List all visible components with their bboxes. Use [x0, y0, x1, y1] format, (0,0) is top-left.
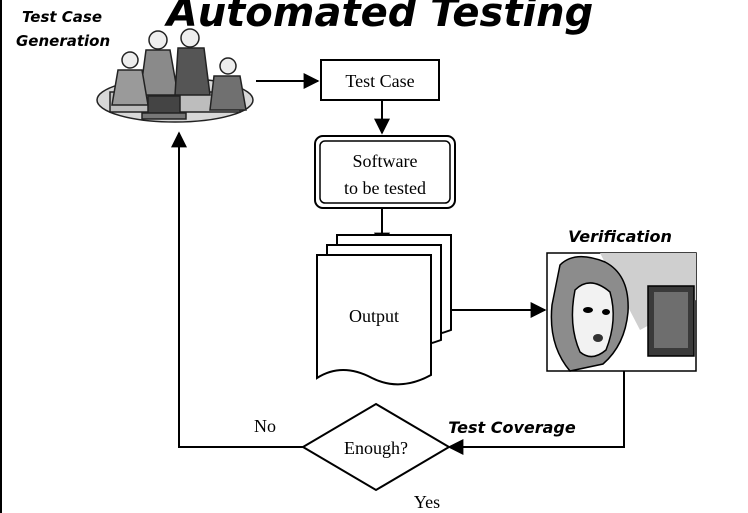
output-label: Output — [349, 306, 399, 326]
woman-at-monitor-icon — [546, 252, 697, 372]
test-case-generation-label-line2: Generation — [16, 32, 110, 50]
yes-label: Yes — [414, 492, 440, 512]
team-clipart-icon — [96, 28, 254, 123]
output-document-stack-icon — [316, 234, 452, 386]
test-coverage-label: Test Coverage — [448, 418, 576, 437]
verification-label: Verification — [568, 227, 672, 246]
page-title: Automated Testing — [164, 0, 594, 36]
enough-decision-diamond — [301, 402, 451, 492]
test-case-box — [320, 59, 440, 101]
decision-label: Enough? — [344, 438, 408, 458]
software-box — [314, 135, 456, 209]
arrow-no-to-test-generation — [171, 131, 303, 448]
arrow-verification-to-decision — [447, 371, 625, 455]
software-box-label-line1: Software — [353, 151, 418, 171]
no-label: No — [254, 416, 276, 436]
test-case-generation-label-line1: Test Case — [22, 8, 102, 26]
software-box-label-line2: to be tested — [344, 178, 426, 198]
test-case-box-label: Test Case — [345, 71, 414, 91]
